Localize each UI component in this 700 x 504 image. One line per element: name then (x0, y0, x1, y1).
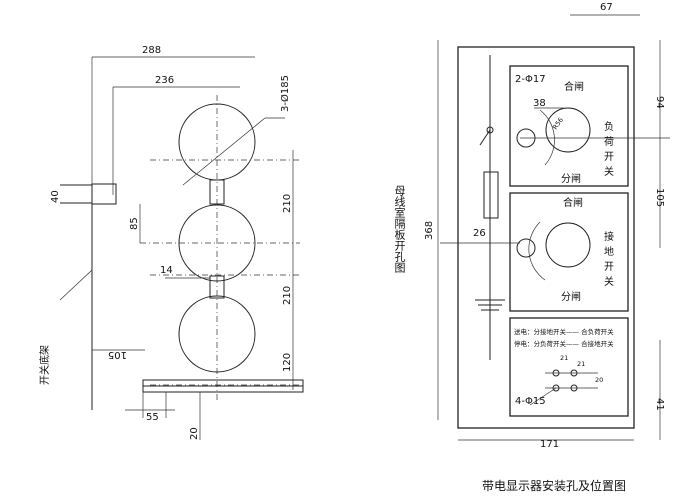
indicator-mounting-drawing: 368 171 67 合闸 分闸 负 荷 开 关 2-Φ17 38 R56 合闸… (424, 2, 670, 493)
indicator-hole-lower (516, 238, 536, 258)
dim-2-phi17: 2-Φ17 (515, 74, 546, 85)
lower-name-4: 关 (604, 275, 614, 288)
lower-name-3: 开 (604, 262, 614, 273)
dim-r56: R56 (551, 116, 565, 131)
load-switch-hole (545, 107, 591, 153)
upper-switch-box (509, 65, 629, 187)
neck-2 (209, 275, 225, 299)
lower-close-label: 合闸 (563, 196, 583, 209)
right-title: 带电显示器安装孔及位置图 (482, 478, 626, 493)
left-title: 母线室隔板开孔图 (318, 185, 406, 274)
dim-4-phi15: 4-Φ15 (515, 396, 546, 407)
dim-21-a: 21 (560, 354, 568, 362)
upper-close-label: 合闸 (564, 80, 584, 93)
upper-name-4: 关 (604, 165, 614, 178)
upper-name-3: 开 (604, 152, 614, 163)
frame-label: 开关底架 (38, 345, 51, 385)
lower-name-1: 接 (604, 230, 614, 243)
dim-38: 38 (533, 98, 546, 109)
hole-circle-1 (178, 103, 256, 181)
note-line-2: 停电：分负荷开关—— 合接地开关 (514, 339, 614, 348)
dim-20-right: 20 (595, 376, 603, 384)
dim-85: 85 (129, 217, 140, 230)
dim-105: 105 (108, 349, 127, 360)
dim-14: 14 (160, 265, 173, 276)
dim-368: 368 (424, 221, 435, 240)
dim-3-phi185: 3-Ø185 (279, 75, 291, 112)
upper-name-2: 荷 (604, 136, 614, 148)
fuse-symbol (483, 171, 499, 219)
dim-288: 288 (142, 45, 161, 56)
dim-105-right: 105 (654, 188, 665, 207)
dim-171: 171 (540, 439, 559, 450)
dim-67: 67 (600, 2, 613, 13)
lower-open-label: 分闸 (561, 290, 581, 303)
dim-26: 26 (473, 228, 486, 239)
dim-21-b: 21 (577, 360, 585, 368)
frame-notch (91, 183, 117, 205)
dim-55: 55 (146, 412, 159, 423)
upper-name-1: 负 (604, 120, 614, 133)
dim-236: 236 (155, 75, 174, 86)
dim-120: 120 (282, 353, 293, 372)
note-box (509, 317, 629, 417)
left-title-text: 母线室隔板开孔图 (318, 185, 406, 274)
lower-switch-box (509, 192, 629, 312)
dim-40: 40 (50, 190, 61, 203)
upper-open-label: 分闸 (561, 172, 581, 185)
panel-outline (457, 46, 635, 429)
dim-20: 20 (189, 427, 200, 440)
dim-210-b: 210 (282, 286, 293, 305)
busbar-partition-drawing: 288 236 3-Ø185 40 开关底架 85 14 210 210 120… (38, 45, 406, 440)
dim-41: 41 (654, 398, 665, 411)
earth-switch-hole (545, 222, 591, 268)
lower-name-2: 地 (604, 245, 614, 258)
dim-210-a: 210 (282, 194, 293, 213)
note-line-1: 送电：分接地开关—— 合负荷开关 (514, 327, 614, 336)
dim-94: 94 (654, 96, 665, 109)
